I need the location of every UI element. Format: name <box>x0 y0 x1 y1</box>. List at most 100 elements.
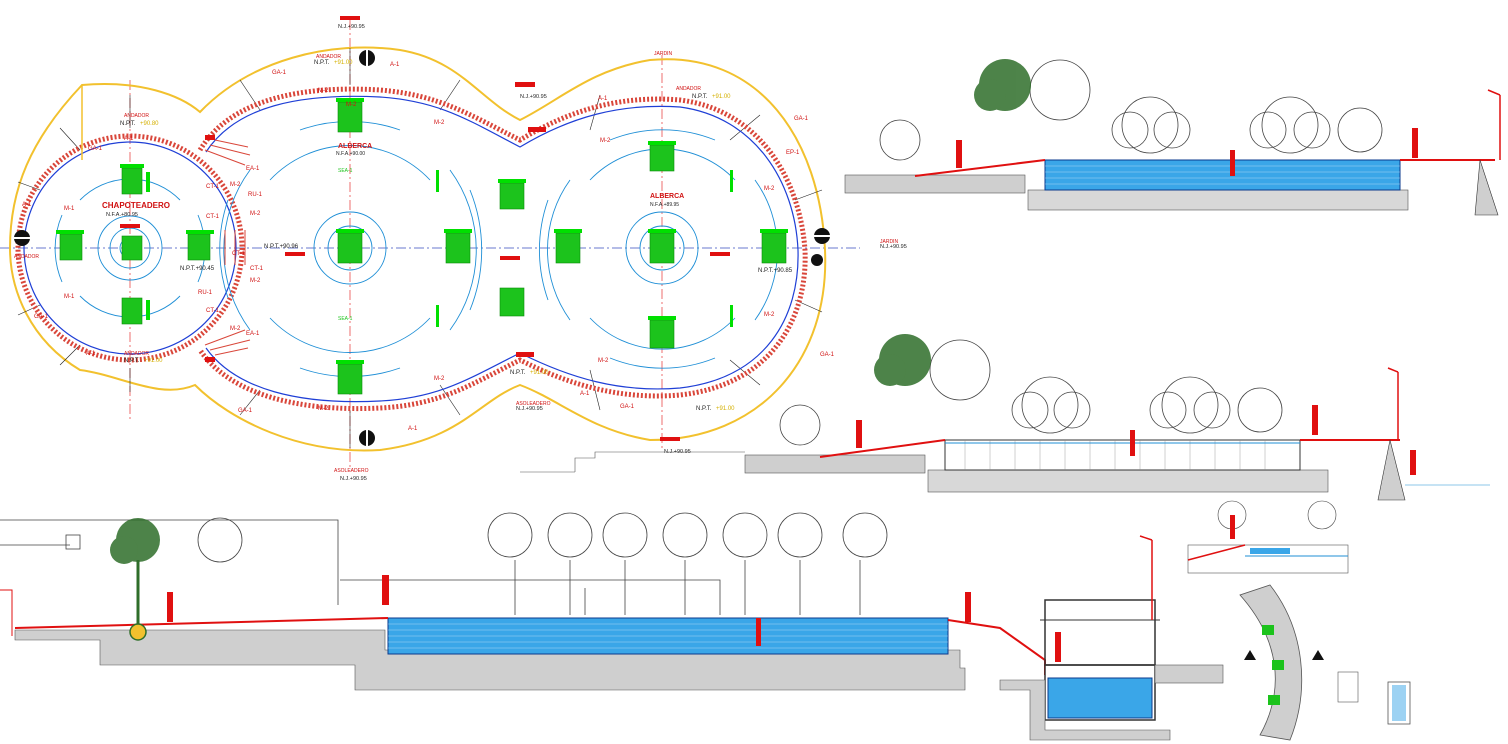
flow-markers <box>120 16 730 441</box>
svg-text:M-2: M-2 <box>250 211 261 217</box>
north-arrow-icons <box>14 50 830 446</box>
lamp-post-icon <box>1387 367 1399 440</box>
svg-text:+91.00: +91.00 <box>334 60 353 66</box>
kids-pool-coping <box>15 133 245 363</box>
detail-step-blue <box>1250 548 1290 554</box>
svg-text:M-2: M-2 <box>230 326 241 332</box>
svg-text:+91.00: +91.00 <box>712 94 731 100</box>
section-c <box>0 512 1224 741</box>
section-b-deck <box>819 439 946 458</box>
pump-tank <box>1047 677 1153 719</box>
section-b-foundation <box>927 469 1329 493</box>
svg-text:M-2: M-2 <box>230 182 241 188</box>
svg-text:M-2: M-2 <box>346 102 357 108</box>
lamp-post-icon <box>1487 89 1501 160</box>
section-a-pool <box>1044 159 1401 191</box>
section-a-ground <box>844 174 1026 194</box>
tree-icon <box>1217 500 1337 530</box>
svg-text:CT-1: CT-1 <box>206 184 220 190</box>
svg-text:N.J.+90.95: N.J.+90.95 <box>340 476 367 482</box>
lamp-post-icon <box>1139 535 1153 620</box>
section-b-retaining <box>1377 439 1406 501</box>
svg-text:GA-1: GA-1 <box>34 314 49 320</box>
svg-text:SEA-1: SEA-1 <box>338 316 353 322</box>
section-c-ground <box>14 629 966 691</box>
section-c-deck <box>14 617 389 629</box>
material-codes: GA-1GA-1 GA-1GA-1 GA-1GA-1 GA-1 A-1A-1 A… <box>22 62 835 432</box>
svg-text:RU-1: RU-1 <box>198 290 213 296</box>
tree-icon <box>110 518 160 564</box>
svg-text:N.P.T.+90.45: N.P.T.+90.45 <box>180 266 215 272</box>
svg-text:N.J.+90.95: N.J.+90.95 <box>880 244 907 250</box>
pool-jets <box>56 98 788 395</box>
svg-text:GA-1: GA-1 <box>620 404 635 410</box>
svg-text:A-1: A-1 <box>124 136 134 142</box>
svg-text:M-2: M-2 <box>434 120 445 126</box>
person-icon <box>167 575 1061 662</box>
svg-text:M-2: M-2 <box>764 312 775 318</box>
svg-text:A-1: A-1 <box>390 62 400 68</box>
tree-icon <box>874 334 931 386</box>
kids-pool-level: N.F.A.+80.95 <box>106 212 138 218</box>
svg-text:CT-1: CT-1 <box>250 266 264 272</box>
svg-text:M-2: M-2 <box>434 376 445 382</box>
svg-text:EP-1: EP-1 <box>786 150 800 156</box>
svg-text:CT-1: CT-1 <box>232 251 246 257</box>
section-b-steps <box>574 451 745 472</box>
svg-text:M-2: M-2 <box>250 278 261 284</box>
section-a <box>844 59 1501 216</box>
building-roof-left <box>0 589 13 636</box>
tree-icon <box>879 59 1383 161</box>
svg-text:N.P.T.: N.P.T. <box>120 121 136 127</box>
tree-icon <box>974 59 1031 111</box>
section-a-foundation <box>1027 189 1409 211</box>
svg-text:ANDADOR: ANDADOR <box>124 351 149 357</box>
tree-icon <box>779 339 1283 446</box>
main-pool-level: N.F.A.+90.00 <box>336 151 365 157</box>
pump-house-ground <box>999 679 1171 741</box>
svg-text:EA-1: EA-1 <box>246 331 260 337</box>
section-b-pool <box>944 439 1301 471</box>
svg-text:A-1: A-1 <box>598 96 608 102</box>
back-wall <box>340 579 721 615</box>
svg-text:+90.80: +90.80 <box>140 121 159 127</box>
sea-label: SEA-1 SEA-1 <box>338 168 353 322</box>
person-icon <box>856 405 1416 475</box>
svg-text:N.J.+90.95: N.J.+90.95 <box>338 24 365 30</box>
section-b-ground <box>744 454 926 474</box>
svg-text:+91.00: +91.00 <box>530 370 549 376</box>
svg-text:M-2: M-2 <box>318 406 329 412</box>
building-outline <box>0 519 339 605</box>
svg-text:A-1: A-1 <box>408 426 418 432</box>
svg-text:ANDADOR: ANDADOR <box>316 54 341 60</box>
svg-text:M-1: M-1 <box>64 294 75 300</box>
svg-text:M-2: M-2 <box>318 88 329 94</box>
main-pool-name: ALBERCA <box>338 143 372 150</box>
kids-pool-name: CHAPOTEADERO <box>102 201 170 210</box>
section-c-ramp <box>947 619 1046 675</box>
pool-coping <box>197 86 808 412</box>
right-pool-level: N.F.A.+89.95 <box>650 202 679 208</box>
svg-text:N.P.T.: N.P.T. <box>692 94 708 100</box>
kids-pool-edge <box>23 141 237 355</box>
svg-text:N.P.T.+90.96: N.P.T.+90.96 <box>264 244 299 250</box>
compass-icon <box>814 228 830 244</box>
svg-text:N.J.+90.95: N.J.+90.95 <box>520 94 547 100</box>
small-detail-3 <box>1392 685 1406 721</box>
section-b-tile-lines <box>964 440 1266 470</box>
svg-text:N.P.T.: N.P.T. <box>510 370 526 376</box>
section-c-water-pattern <box>388 623 948 649</box>
svg-text:N.J.+90.95: N.J.+90.95 <box>516 406 543 412</box>
svg-text:SEA-1: SEA-1 <box>338 168 353 174</box>
planter-icon <box>129 623 147 641</box>
pool-stairs <box>204 139 251 356</box>
pump-house-frame <box>1044 599 1156 666</box>
small-detail-2 <box>1387 681 1411 725</box>
nj-level-label: N.J.+90.95 N.J.+90.95 N.J.+90.95 N.J.+90… <box>338 24 907 482</box>
svg-text:M-1: M-1 <box>64 206 75 212</box>
deck-outline <box>8 46 827 452</box>
building-window <box>65 534 81 550</box>
svg-text:CT-1: CT-1 <box>206 214 220 220</box>
detail-step-deck <box>1187 544 1246 561</box>
curved-jets <box>1262 625 1284 705</box>
